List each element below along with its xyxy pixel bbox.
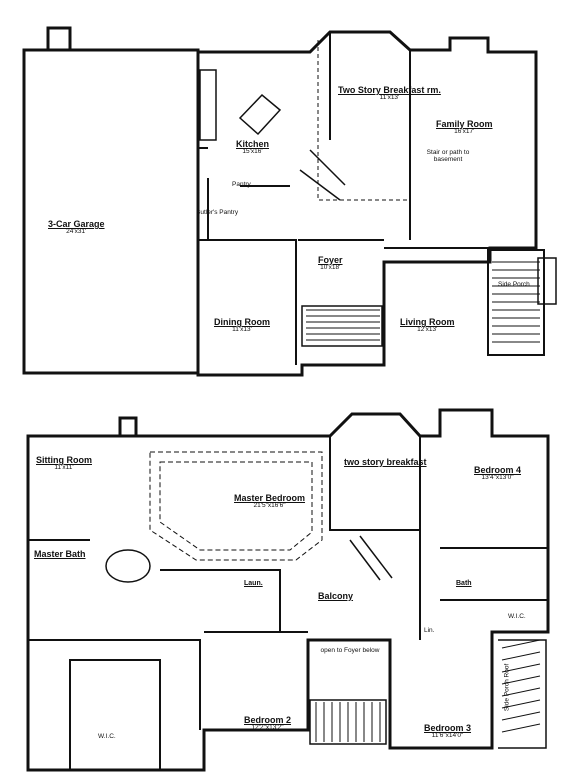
master-bath-walls [28, 539, 308, 730]
laundry-label: Laun. [244, 580, 263, 587]
master-tub [105, 549, 151, 583]
pantry-label: Pantry [232, 181, 251, 188]
kitchen-breakfast-walls [207, 32, 411, 240]
main-floor-outline [196, 30, 538, 377]
first-floor-stairs [299, 149, 346, 201]
kitchen-island [238, 93, 282, 136]
bath-label: Bath [456, 580, 472, 587]
balcony-rail-lines [315, 702, 381, 742]
second-floor-partitions [160, 547, 548, 632]
wic-label: W.I.C. [508, 613, 526, 620]
side-porch [487, 249, 545, 356]
stair-note-label: Stair or path to basement [426, 149, 470, 163]
porch-roof-outline [498, 639, 547, 749]
breakfast-label: Two Story Breakfast rm.11'x13' [338, 85, 441, 102]
wic-room [69, 659, 161, 771]
second-chimney [118, 416, 138, 436]
porch-roof-lines [501, 639, 541, 733]
master-bath-label: Master Bath [34, 549, 86, 559]
breakfast-bed4-walls [329, 436, 421, 748]
first-floor-interior-walls [198, 147, 490, 365]
foyer-step-lines [306, 309, 380, 341]
porch-steps [537, 257, 557, 305]
balcony-rail [309, 699, 387, 745]
breakfast-2-label: two story breakfast [344, 457, 427, 467]
porch-step-lines [492, 261, 540, 343]
garage-chimney [46, 26, 72, 50]
open-to-foyer-label: open to Foyer below [320, 647, 380, 654]
balcony-label: Balcony [318, 591, 354, 601]
master-wic-label: W.I.C. [98, 733, 116, 740]
porch-roof-label: Side Porch Roof [503, 663, 511, 712]
breakfast-dashed-line [317, 40, 410, 201]
butler-pantry-label: Butler's Pantry [196, 209, 239, 216]
tray-ceiling-dashed [149, 451, 323, 561]
kitchen-counter [199, 69, 217, 141]
second-floor-outline [26, 408, 550, 772]
second-floor-stairs [349, 535, 393, 581]
tray-ceiling-inner-dashed [159, 461, 313, 551]
garage-walls [22, 48, 200, 375]
side-porch-label: Side Porch [498, 281, 530, 288]
linen-label: Lin. [424, 627, 435, 634]
foyer-steps [301, 305, 383, 347]
